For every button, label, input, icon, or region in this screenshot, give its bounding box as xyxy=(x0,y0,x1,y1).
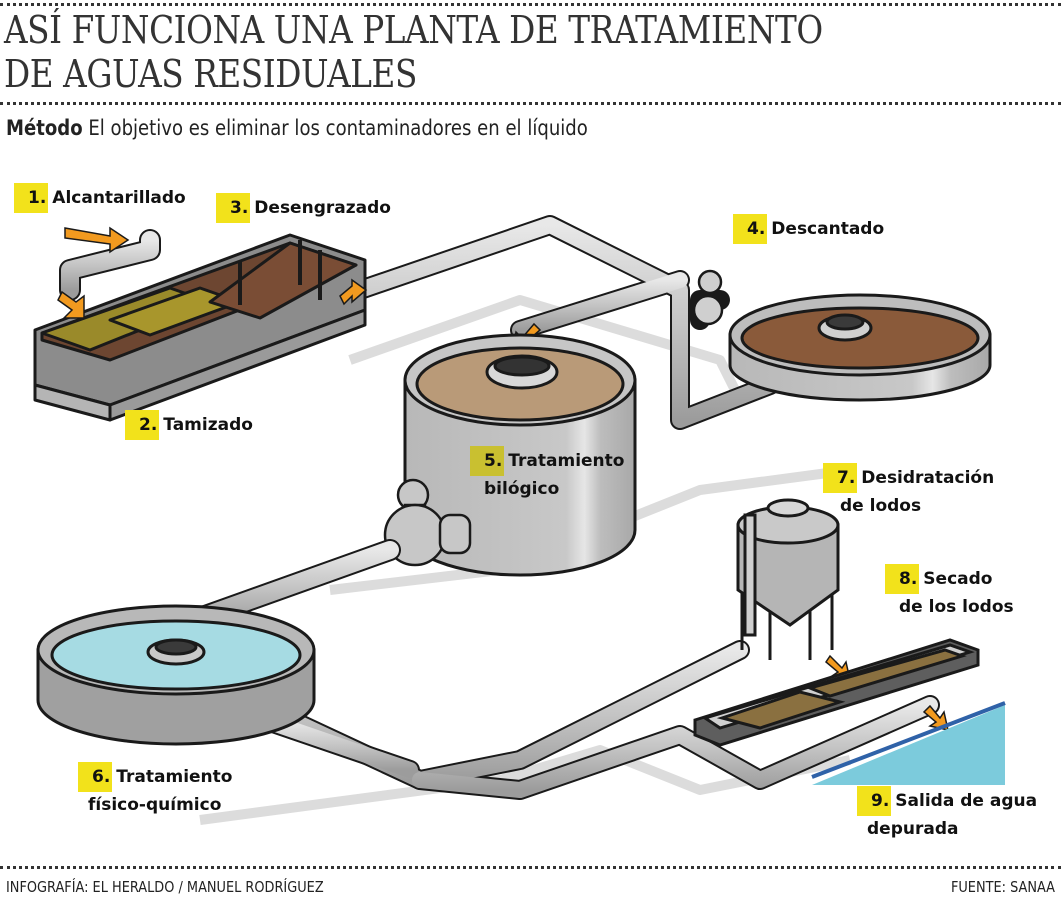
flow-arrow-inlet xyxy=(64,226,130,254)
step-8-label: 8.Secado de los lodos xyxy=(885,564,1014,620)
step-9-number: 9. xyxy=(857,786,892,816)
credit: INFOGRAFÍA: EL HERALDO / MANUEL RODRÍGUE… xyxy=(6,878,324,896)
subtitle-bold: Método xyxy=(6,116,83,140)
step-4-label: 4.Descantado xyxy=(733,214,884,244)
step-8-text-line2: de los lodos xyxy=(899,597,1014,617)
inlet-pipe xyxy=(59,229,161,301)
dewatering-silo xyxy=(736,498,840,660)
step-6-label: 6.Tratamiento físico-químico xyxy=(78,762,232,818)
step-3-text: Desengrazado xyxy=(254,198,391,218)
step-6-text-line1: Tratamiento xyxy=(116,767,233,787)
subtitle: Método El objetivo es eliminar los conta… xyxy=(6,116,588,140)
flow-arrow-channel xyxy=(57,290,85,319)
step-2-label: 2.Tamizado xyxy=(125,410,253,440)
step-4-number: 4. xyxy=(733,214,768,244)
step-5-text-line1: Tratamiento xyxy=(508,451,625,471)
page-title: ASÍ FUNCIONA UNA PLANTA DE TRATAMIENTO D… xyxy=(4,8,823,96)
step-8-text-line1: Secado xyxy=(923,569,993,589)
step-7-number: 7. xyxy=(823,463,858,493)
outlet-water xyxy=(811,701,1006,785)
step-1-number: 1. xyxy=(14,183,49,213)
step-2-number: 2. xyxy=(125,410,160,440)
footer-divider xyxy=(0,866,1061,869)
step-7-text-line2: de lodos xyxy=(840,496,922,516)
decanter-tank xyxy=(728,293,992,402)
step-6-text-line2: físico-químico xyxy=(88,795,222,815)
step-1-label: 1.Alcantarillado xyxy=(14,183,186,213)
step-5-number: 5. xyxy=(470,446,505,476)
title-line-2: DE AGUAS RESIDUALES xyxy=(4,52,417,96)
step-5-label: 5.Tratamiento bilógico xyxy=(470,446,624,502)
step-9-label: 9.Salida de agua depurada xyxy=(857,786,1037,842)
treatment-plant-illustration xyxy=(33,215,1006,825)
step-3-label: 3.Desengrazado xyxy=(216,193,391,223)
flow-arrow-degreaser xyxy=(339,278,368,306)
step-6-number: 6. xyxy=(78,762,113,792)
step-2-text: Tamizado xyxy=(163,415,253,435)
step-9-text-line2: depurada xyxy=(867,819,959,839)
source: FUENTE: SANAA xyxy=(950,878,1055,896)
step-4-text: Descantado xyxy=(771,219,885,239)
step-7-text-line1: Desidratación xyxy=(861,468,995,488)
step-1-text: Alcantarillado xyxy=(52,188,186,208)
step-8-number: 8. xyxy=(885,564,920,594)
step-5-text-line2: bilógico xyxy=(484,479,560,499)
step-9-text-line1: Salida de agua xyxy=(895,791,1038,811)
pipe-network xyxy=(260,215,940,800)
step-7-label: 7.Desidratación de lodos xyxy=(823,463,994,519)
step-3-number: 3. xyxy=(216,193,251,223)
top-divider xyxy=(0,3,1061,6)
decanter-valve xyxy=(692,269,724,326)
title-divider xyxy=(0,102,1061,105)
drying-beds xyxy=(693,638,980,747)
channel-tank xyxy=(33,233,367,422)
physicochemical-tank xyxy=(36,604,316,746)
title-line-1: ASÍ FUNCIONA UNA PLANTA DE TRATAMIENTO xyxy=(4,8,823,52)
subtitle-text: El objetivo es eliminar los contaminador… xyxy=(82,116,588,140)
